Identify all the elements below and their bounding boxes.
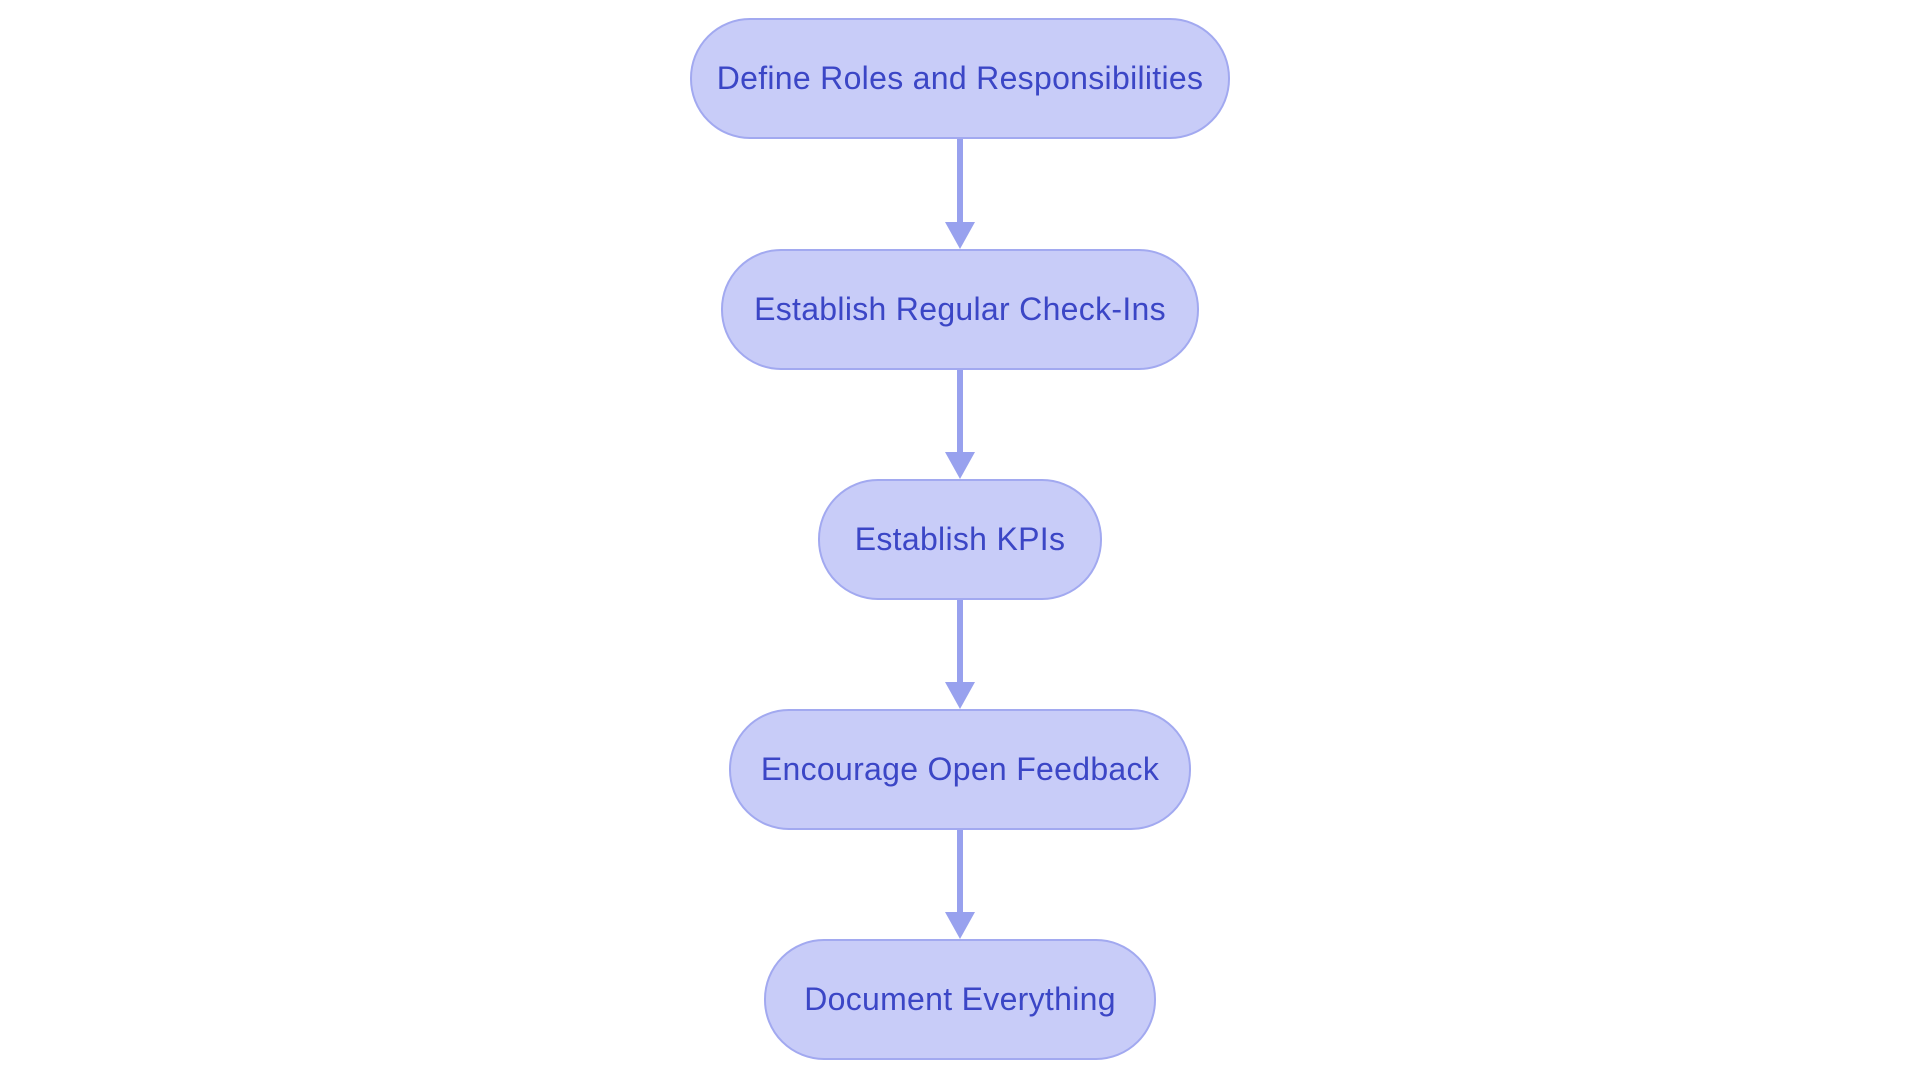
flow-node-document-everything: Document Everything <box>764 939 1156 1060</box>
arrow-down-icon <box>945 222 975 249</box>
flow-node-establish-kpis: Establish KPIs <box>818 479 1102 600</box>
flow-connector-1 <box>945 139 975 249</box>
flow-connector-4 <box>945 830 975 939</box>
flow-node-establish-check-ins: Establish Regular Check-Ins <box>721 249 1199 370</box>
arrow-line <box>957 139 963 222</box>
flow-node-label: Establish Regular Check-Ins <box>754 291 1166 327</box>
flow-node-label: Document Everything <box>804 981 1116 1017</box>
flow-node-encourage-feedback: Encourage Open Feedback <box>729 709 1191 830</box>
arrow-down-icon <box>945 912 975 939</box>
flow-node-label: Establish KPIs <box>854 521 1066 557</box>
flow-connector-2 <box>945 370 975 479</box>
flow-node-define-roles: Define Roles and Responsibilities <box>690 18 1230 139</box>
arrow-line <box>957 370 963 452</box>
flow-node-label: Define Roles and Responsibilities <box>716 60 1204 96</box>
flow-node-label: Encourage Open Feedback <box>760 751 1160 787</box>
arrow-down-icon <box>945 682 975 709</box>
arrow-down-icon <box>945 452 975 479</box>
arrow-line <box>957 830 963 912</box>
flow-connector-3 <box>945 600 975 709</box>
arrow-line <box>957 600 963 682</box>
